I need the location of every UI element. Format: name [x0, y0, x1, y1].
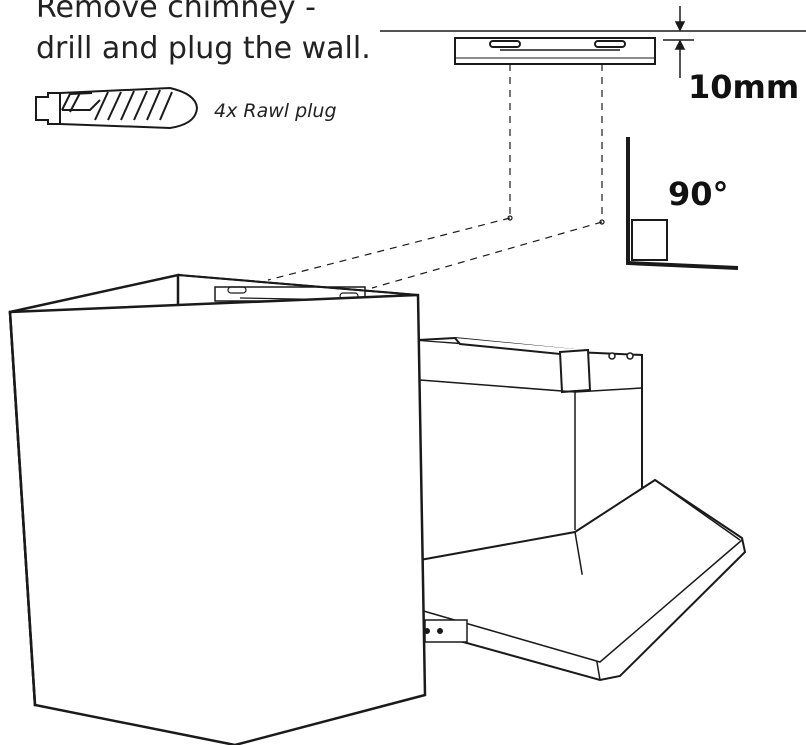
- instruction-line-1: Remove chimney -: [36, 0, 316, 25]
- rawl-plug-icon: [35, 86, 199, 130]
- cooker-hood: [416, 336, 747, 682]
- chimney-cover: [8, 273, 427, 745]
- angle-label: 90°: [668, 175, 729, 213]
- wall-bracket: [454, 37, 656, 65]
- dimension-arrow-icon: [663, 6, 694, 78]
- plug-label: 4x Rawl plug: [214, 100, 337, 122]
- gap-label: 10mm: [688, 68, 799, 106]
- alignment-guides: [267, 64, 603, 289]
- instruction-line-2: drill and plug the wall.: [36, 31, 371, 66]
- drill-hole-left: [507, 215, 513, 221]
- right-angle-icon: [626, 137, 739, 270]
- drill-hole-right: [599, 219, 605, 225]
